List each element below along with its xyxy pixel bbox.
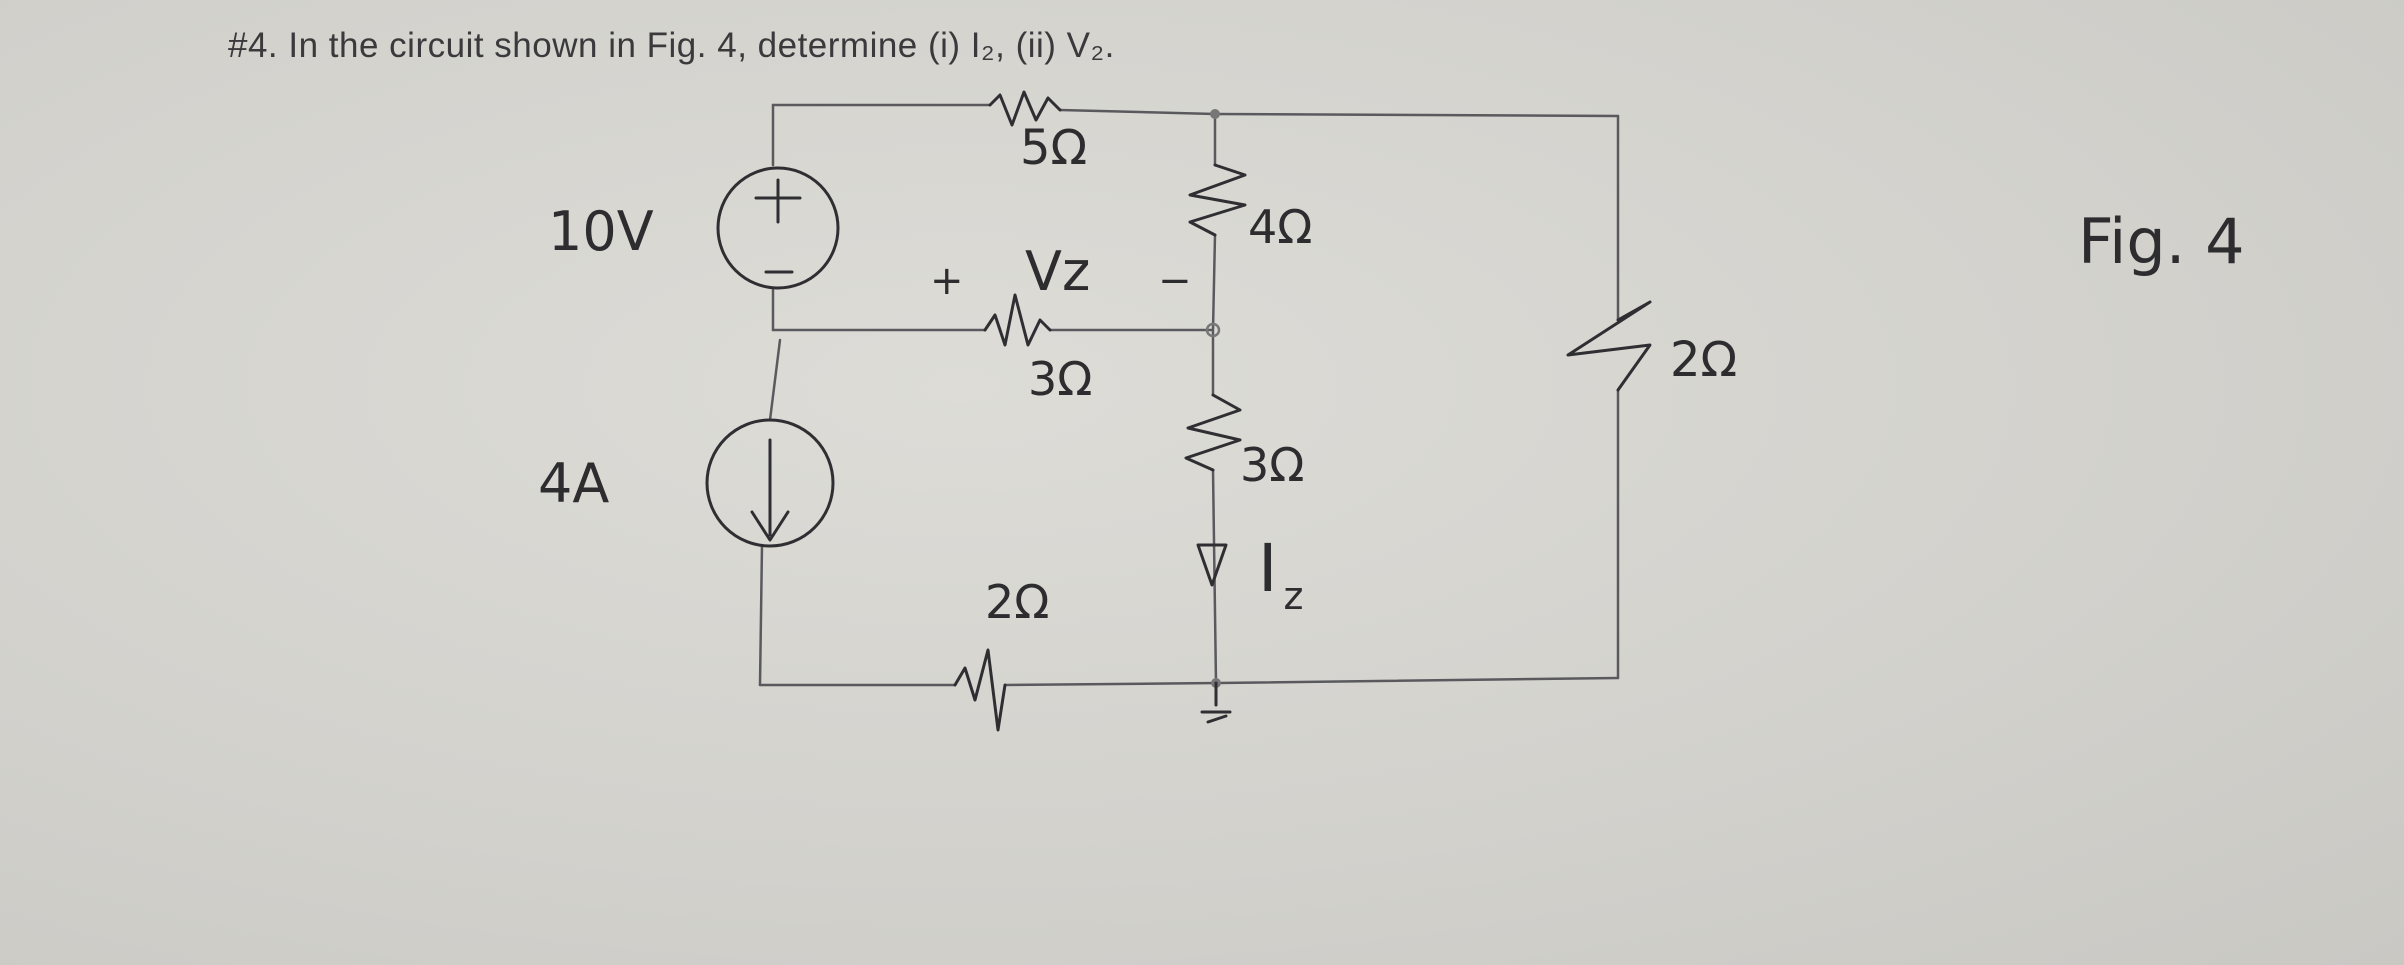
voltage-source-symbol (716, 166, 840, 290)
current-source-symbol (705, 418, 835, 548)
resistor-5ohm (988, 90, 1062, 127)
vz-minus-sign: − (1158, 258, 1192, 304)
resistor-3ohm-horizontal-label: 3Ω (1028, 352, 1093, 406)
iz-main: I (1258, 530, 1278, 607)
node-top-middle (1210, 109, 1220, 119)
resistor-2ohm-bottom (953, 648, 1007, 732)
iz-subscript: z (1283, 574, 1304, 618)
resistor-5ohm-label: 5Ω (1020, 120, 1088, 176)
resistor-3ohm-vertical-label: 3Ω (1240, 438, 1305, 492)
vz-plus-sign: + (930, 258, 964, 304)
voltage-source-label: 10V (548, 200, 654, 263)
question-text: #4. In the circuit shown in Fig. 4, dete… (228, 26, 1115, 65)
wire-middle-vertical (1211, 112, 1218, 685)
resistor-4ohm-vertical (1188, 163, 1247, 237)
vz-label: Vz (1025, 240, 1091, 303)
wire-top (771, 103, 1620, 118)
voltage-source-plus-mark (754, 178, 802, 224)
iz-arrow (1196, 543, 1228, 587)
figure-label: Fig. 4 (2078, 205, 2245, 278)
current-source-arrow (750, 438, 790, 542)
wire-bottom (758, 676, 1620, 687)
resistor-3ohm-vertical (1184, 393, 1242, 472)
resistor-2ohm-right (1566, 300, 1652, 392)
resistor-3ohm-horizontal (983, 293, 1052, 347)
resistor-2ohm-bottom-label: 2Ω (985, 575, 1050, 629)
resistor-2ohm-right-label: 2Ω (1670, 332, 1738, 388)
wire-left-lower (758, 338, 782, 687)
resistor-4ohm-label: 4Ω (1248, 200, 1313, 254)
node-middle (1205, 322, 1221, 338)
current-source-label: 4A (538, 452, 610, 515)
ground-symbol (1200, 681, 1232, 724)
